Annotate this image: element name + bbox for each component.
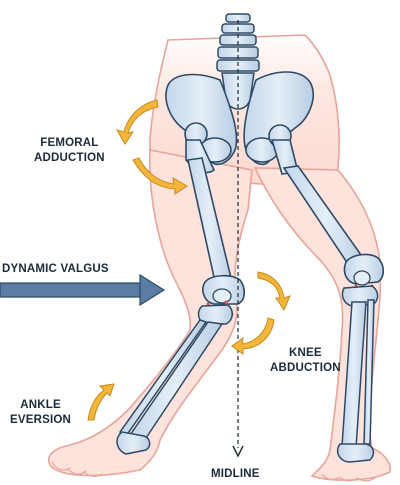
pelvis	[165, 71, 314, 166]
straight-arrow-icon	[0, 273, 166, 307]
midline-label: MIDLINE	[211, 468, 260, 480]
ankle-eversion-label: ANKLE EVERSION	[10, 398, 71, 428]
ankle-eversion-line-2: EVERSION	[10, 414, 72, 426]
left-toes	[51, 461, 103, 477]
right-toes	[321, 473, 377, 482]
femoral-adduction-line-2: ADDUCTION	[34, 152, 105, 164]
ankle-eversion-line-1: ANKLE	[20, 399, 61, 411]
left-lower-leg-bones	[116, 304, 233, 455]
dynamic-valgus-label: DYNAMIC VALGUS	[2, 263, 109, 275]
femoral-adduction-line-1: FEMORAL	[40, 137, 99, 149]
knee-abduction-line-2: ABDUCTION	[270, 362, 341, 374]
right-femur	[268, 124, 385, 285]
knee-abduction-label: KNEE ABDUCTION	[270, 346, 341, 376]
right-lower-leg-bones	[336, 285, 379, 463]
femoral-adduction-label: FEMORAL ADDUCTION	[34, 136, 105, 166]
curved-arrow-icon	[87, 99, 291, 421]
knee-abduction-line-1: KNEE	[289, 347, 322, 359]
left-leg-skin	[48, 149, 253, 477]
dashed-arrow-icon	[232, 20, 244, 458]
